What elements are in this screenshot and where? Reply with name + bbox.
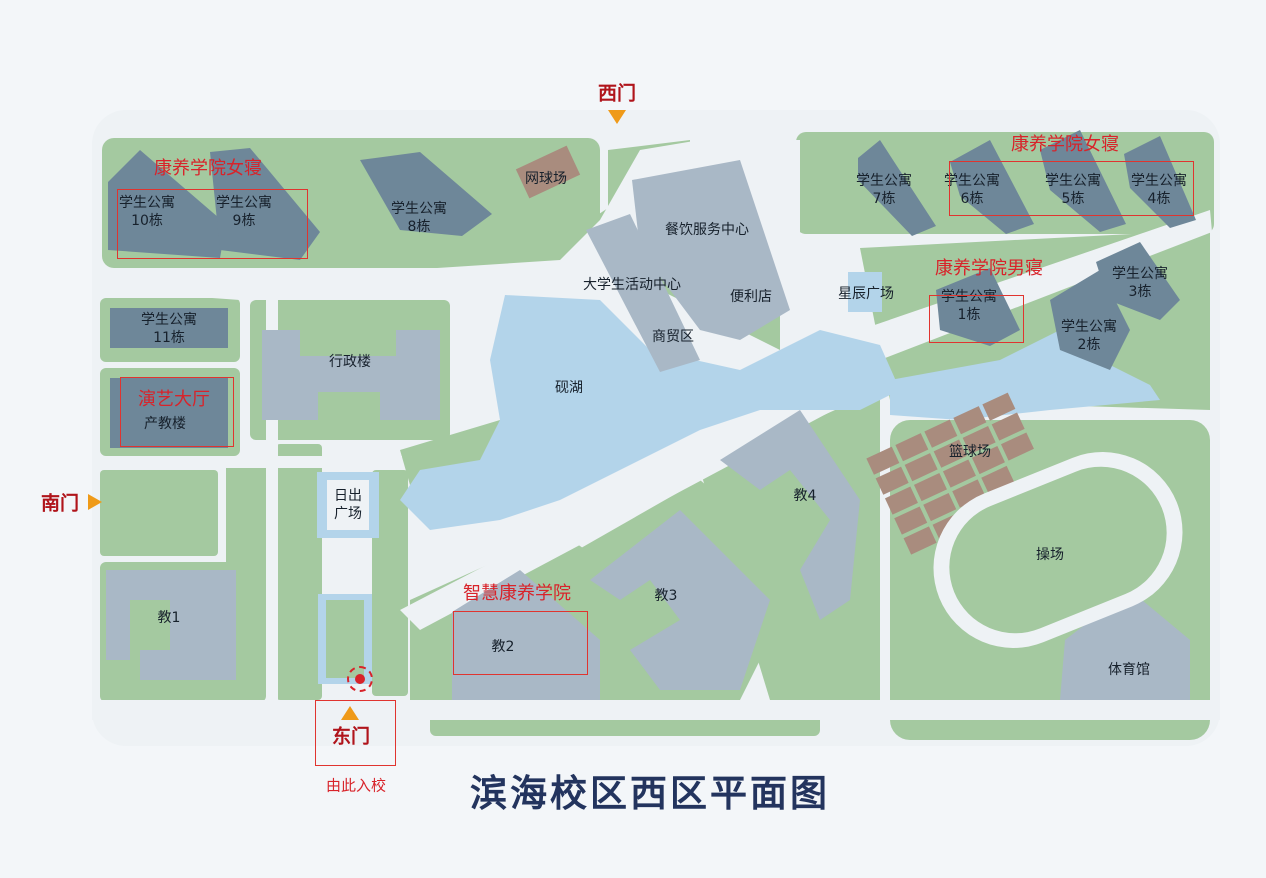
- sunrise-plaza: [327, 480, 369, 530]
- male-dorm-note: 康养学院男寝: [935, 258, 1043, 279]
- east-stream: [890, 330, 1160, 420]
- dorm-4-label: 学生公寓 4栋: [1131, 173, 1187, 207]
- yan-lake: [400, 295, 900, 530]
- female-dorm-left-note: 康养学院女寝: [154, 158, 262, 179]
- female-dorm-right-box: [949, 161, 1194, 216]
- industry-building: [110, 378, 228, 448]
- admin-building-label: 行政楼: [329, 354, 371, 370]
- convenience-store-label: 便利店: [730, 289, 772, 305]
- east-gate-box: [315, 700, 396, 766]
- teach-4-label: 教4: [793, 488, 817, 504]
- south-gate-arrow-icon: [88, 494, 102, 510]
- dormitories: [108, 130, 1196, 370]
- running-track: [933, 452, 1183, 648]
- star-plaza-label: 星辰广场: [838, 286, 894, 302]
- smart-college-note: 智慧康养学院: [463, 583, 571, 604]
- lake-label: 砚湖: [555, 380, 583, 396]
- activity-center-label: 大学生活动中心: [583, 277, 681, 293]
- west-gate-arrow-icon: [608, 110, 626, 124]
- east-gate-arrow-icon: [341, 706, 359, 720]
- dorm-6-label: 学生公寓 6栋: [944, 173, 1000, 207]
- west-gate-label: 西门: [597, 82, 637, 105]
- male-dorm-box: [929, 295, 1024, 343]
- industry-building-label: 产教楼: [144, 416, 186, 432]
- dorm-10-label: 学生公寓 10栋: [119, 195, 175, 229]
- female-dorm-left-box: [117, 189, 308, 259]
- dorm-2-label: 学生公寓 2栋: [1061, 319, 1117, 353]
- smart-college-box: [453, 611, 588, 675]
- tennis-court-label: 网球场: [525, 171, 567, 187]
- teach-2-label: 教2: [491, 639, 515, 655]
- commerce-area-label: 商贸区: [652, 329, 694, 345]
- basketball-court-label: 篮球场: [949, 444, 991, 460]
- tennis-court: [515, 145, 581, 199]
- dorm-1-label: 学生公寓 1栋: [941, 289, 997, 323]
- east-gate-label: 东门: [331, 725, 371, 748]
- sunrise-plaza-label: 日出 广场: [334, 488, 362, 522]
- dining-center-label: 餐饮服务中心: [665, 222, 749, 238]
- dorm-11-label: 学生公寓 11栋: [141, 312, 197, 346]
- location-pin-icon: [347, 666, 373, 692]
- performance-hall-note: 演艺大厅: [138, 389, 210, 410]
- buildings: [106, 160, 1190, 700]
- dorm-9-label: 学生公寓 9栋: [216, 195, 272, 229]
- playground-label: 操场: [1036, 547, 1064, 563]
- teach-1-label: 教1: [157, 610, 181, 626]
- dorm-7-label: 学生公寓 7栋: [856, 173, 912, 207]
- east-gate-pool-inner: [326, 600, 364, 678]
- basketball-courts: [866, 392, 1034, 555]
- south-gate-label: 南门: [40, 492, 80, 515]
- dorm-8-label: 学生公寓 8栋: [391, 201, 447, 235]
- female-dorm-right-note: 康养学院女寝: [1011, 134, 1119, 155]
- dorm-3-label: 学生公寓 3栋: [1112, 266, 1168, 300]
- star-plaza-pool: [848, 272, 882, 312]
- enter-here-note: 由此入校: [325, 776, 387, 795]
- teach-3-label: 教3: [654, 588, 678, 604]
- map-title: 滨海校区西区平面图: [470, 772, 830, 815]
- dorm-5-label: 学生公寓 5栋: [1045, 173, 1101, 207]
- performance-hall-box: [120, 377, 234, 447]
- gym-label: 体育馆: [1108, 662, 1150, 678]
